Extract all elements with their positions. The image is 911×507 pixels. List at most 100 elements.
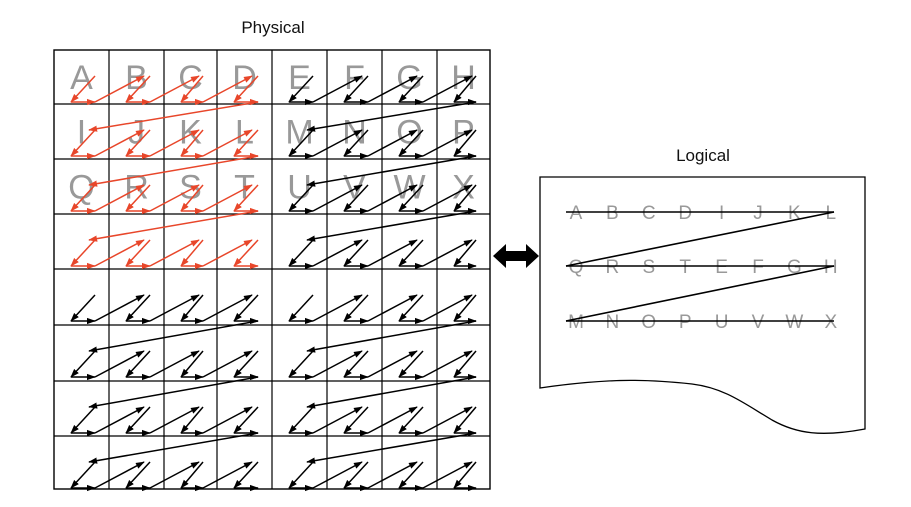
traversal-segment [88, 101, 259, 132]
traversal-segment [180, 75, 204, 103]
traversal-segment [367, 75, 418, 103]
traversal-segment [306, 320, 477, 353]
traversal-segment [312, 461, 363, 489]
traversal-segment [88, 376, 259, 409]
traversal-segment [422, 239, 473, 267]
traversal-segment [149, 406, 200, 434]
traversal-segment [94, 239, 145, 267]
traversal-segment [70, 239, 96, 267]
traversal-segment [312, 294, 363, 322]
traversal-segment [367, 350, 418, 378]
traversal-segment [453, 406, 477, 434]
traversal-segment [288, 461, 314, 489]
grid-letter: R [124, 169, 149, 207]
traversal-segment [94, 129, 145, 157]
grid-letter: U [287, 169, 312, 207]
traversal-segment [70, 461, 96, 489]
traversal-segment [202, 350, 253, 378]
traversal-segment [312, 184, 363, 212]
bidirectional-arrow-icon [493, 244, 539, 268]
logical-page-shape [539, 176, 866, 434]
traversal-segment [125, 75, 151, 103]
traversal-segment [343, 461, 369, 489]
traversal-segment [343, 406, 369, 434]
traversal-segment [233, 184, 259, 212]
traversal-segment [180, 129, 204, 157]
traversal-segment [367, 129, 418, 157]
logical-letter: J [753, 203, 763, 224]
traversal-segment [453, 461, 477, 489]
traversal-segment [233, 294, 259, 322]
traversal-segment [233, 406, 259, 434]
traversal-segment [306, 376, 477, 409]
logical-letter: U [715, 312, 729, 333]
logical-letter: P [679, 312, 692, 333]
logical-letter: S [642, 257, 655, 278]
logical-return-line [565, 211, 835, 267]
traversal-segment [70, 294, 96, 322]
traversal-segment [94, 406, 145, 434]
traversal-segment [94, 294, 145, 322]
traversal-segment [180, 350, 204, 378]
logical-letter: F [752, 257, 764, 278]
traversal-segment [453, 239, 477, 267]
logical-letter: B [606, 203, 619, 224]
traversal-segment [422, 184, 473, 212]
logical-letter: X [824, 312, 837, 333]
traversal-segment [343, 184, 369, 212]
traversal-segment [88, 210, 259, 242]
traversal-segment [125, 184, 151, 212]
traversal-segment [94, 461, 145, 489]
traversal-segment [367, 406, 418, 434]
logical-letter: D [678, 203, 692, 224]
logical-letter: W [785, 312, 803, 333]
traversal-segment [70, 75, 96, 103]
traversal-segment [125, 461, 151, 489]
traversal-segment [125, 129, 151, 157]
grid-letter: V [343, 169, 366, 207]
logical-letter: L [826, 203, 837, 224]
traversal-segment [180, 184, 204, 212]
traversal-segment [125, 239, 151, 267]
traversal-segment [149, 239, 200, 267]
traversal-segment [312, 406, 363, 434]
traversal-segment [288, 239, 314, 267]
traversal-segment [398, 350, 424, 378]
traversal-segment [343, 350, 369, 378]
traversal-segment [125, 406, 151, 434]
traversal-segment [149, 75, 200, 103]
traversal-segment [149, 184, 200, 212]
logical-letter: Q [569, 257, 584, 278]
grid-letter: J [128, 114, 145, 152]
traversal-segment [367, 294, 418, 322]
grid-letter: L [235, 114, 254, 152]
traversal-segment [422, 406, 473, 434]
traversal-segment [453, 294, 477, 322]
grid-letter: E [288, 59, 311, 97]
traversal-segment [149, 129, 200, 157]
grid-letter: O [396, 114, 422, 152]
traversal-segment [149, 294, 200, 322]
traversal-segment [343, 294, 369, 322]
traversal-segment [398, 461, 424, 489]
traversal-segment [398, 184, 424, 212]
traversal-segment [306, 155, 477, 187]
physical-title: Physical [241, 18, 304, 37]
traversal-segment [312, 129, 363, 157]
traversal-segment [202, 239, 253, 267]
logical-letter: R [606, 257, 620, 278]
traversal-segment [306, 101, 477, 132]
traversal-segment [453, 184, 477, 212]
grid-letter: N [342, 114, 367, 152]
traversal-segment [88, 432, 259, 464]
traversal-segment [343, 239, 369, 267]
traversal-segment [422, 75, 473, 103]
traversal-segment [312, 350, 363, 378]
traversal-segment [88, 155, 259, 187]
traversal-segment [422, 461, 473, 489]
physical-grid [53, 49, 491, 490]
traversal-segment [94, 75, 145, 103]
traversal-segment [422, 294, 473, 322]
traversal-segment [312, 239, 363, 267]
